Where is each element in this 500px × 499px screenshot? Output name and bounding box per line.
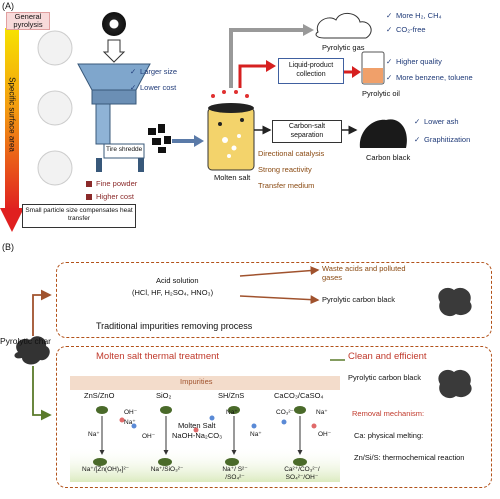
larger-size-text: Larger size bbox=[140, 67, 178, 76]
carbon-black-bottom-label: Pyrolytic carbon black bbox=[348, 373, 421, 382]
ion-label: Na⁺ bbox=[88, 431, 100, 438]
impurity-sio2: SiO₂ bbox=[156, 391, 172, 400]
tire-shredder-icon bbox=[77, 63, 151, 172]
product-ca: Ca²⁺/CO₃²⁻/ SO₄²⁻/OH⁻ bbox=[284, 466, 320, 481]
product-s: Na⁺/ S²⁻ /SO₄²⁻ bbox=[222, 466, 248, 481]
higher-cost-text: Higher cost bbox=[96, 192, 134, 201]
carbon-black-blob-bottom bbox=[438, 369, 472, 399]
check-icon: ✓ bbox=[386, 57, 393, 66]
product-zn: Na⁺/[Zn(OH)₄]²⁻ bbox=[82, 466, 130, 473]
ion-label: OH⁻ bbox=[142, 433, 156, 440]
check-icon: ✓ bbox=[130, 67, 137, 76]
impurity-sh-zns: SH/ZnS bbox=[218, 391, 245, 400]
carbon-black-icon bbox=[359, 119, 407, 148]
general-pyrolysis-label: General pyrolysis bbox=[6, 12, 50, 30]
surface-area-label: Specific surface area bbox=[7, 77, 17, 152]
oil-benefit-2: More benzene, toluene bbox=[396, 73, 473, 82]
panel-b-label: (B) bbox=[2, 242, 14, 252]
impurity-caco3-caso4: CaCO₃/CaSO₄ bbox=[274, 391, 324, 400]
molten-salt-label: Molten salt bbox=[214, 173, 251, 182]
rubber-chunks-icon bbox=[148, 124, 171, 153]
molten-salt-formula: NaOH-Na₂CO₃ bbox=[172, 431, 223, 440]
removal-mechanism-label: Removal mechanism: bbox=[352, 409, 425, 418]
check-icon: ✓ bbox=[130, 83, 137, 92]
compensates-note-box: Small particle size compensates heat tra… bbox=[22, 204, 136, 228]
tire-icon bbox=[102, 12, 126, 36]
molten-salt-treatment-title: Molten salt thermal treatment bbox=[96, 351, 220, 362]
pyrolytic-char-icon bbox=[14, 336, 50, 365]
particle-clusters bbox=[37, 30, 73, 186]
fine-powder-text: Fine powder bbox=[96, 179, 138, 188]
ion-label: Na⁺ bbox=[316, 409, 328, 416]
molten-salt-inner-label: Molten Salt bbox=[178, 421, 216, 430]
carbon-benefit-1: Lower ash bbox=[424, 117, 459, 126]
liquid-product-box: Liquid-product collection bbox=[278, 58, 344, 84]
check-icon: ✓ bbox=[414, 117, 421, 126]
carbon-benefit-2: Graphitization bbox=[424, 135, 471, 144]
surface-area-arrow bbox=[0, 28, 24, 232]
tire-shredder-label: Tire shredde bbox=[106, 146, 143, 153]
molten-salt-box bbox=[56, 346, 492, 488]
oil-benefit-1: Higher quality bbox=[396, 57, 442, 66]
gas-cloud-icon bbox=[315, 13, 372, 39]
panel-a-label: (A) bbox=[2, 1, 14, 11]
pyrolytic-oil-label: Pyrolytic oil bbox=[362, 89, 400, 98]
check-icon: ✓ bbox=[386, 11, 393, 20]
check-icon: ✓ bbox=[386, 25, 393, 34]
check-icon: ✓ bbox=[386, 73, 393, 82]
ion-label: Na⁺ bbox=[124, 419, 136, 426]
traditional-process-box bbox=[56, 262, 492, 338]
pyrolytic-char-label: Pyrolytic char bbox=[0, 336, 52, 346]
impurity-zns-zno: ZnS/ZnO bbox=[84, 391, 115, 400]
gas-benefit-2: CO₂-free bbox=[396, 25, 426, 34]
gas-benefit-1: More H₂, CH₄ bbox=[396, 11, 442, 20]
carbon-black-label: Carbon black bbox=[366, 153, 411, 162]
property-strong-reactivity: Strong reactivity bbox=[258, 165, 312, 174]
lower-cost-text: Lower cost bbox=[140, 83, 177, 92]
pyrolytic-gas-label: Pyrolytic gas bbox=[322, 43, 365, 52]
molten-salt-reactor bbox=[207, 90, 255, 171]
clean-efficient-title: Clean and efficient bbox=[348, 351, 427, 362]
acid-formula: (HCl, HF, H₂SO₄, HNO₃) bbox=[132, 288, 214, 297]
impurities-label: Impurities bbox=[180, 377, 213, 386]
acid-solution-label: Acid solution bbox=[156, 276, 199, 285]
ion-label: OH⁻ bbox=[124, 409, 138, 416]
carbon-salt-box: Carbon-salt separation bbox=[272, 120, 342, 143]
ion-label: Na⁺ bbox=[250, 431, 262, 438]
check-icon: ✓ bbox=[414, 135, 421, 144]
traditional-process-label: Traditional impurities removing process bbox=[96, 321, 253, 331]
ion-label: Na⁺ bbox=[226, 409, 238, 416]
ion-label: OH⁻ bbox=[318, 431, 332, 438]
product-si: Na⁺/SiO₃²⁻ bbox=[150, 466, 184, 473]
panel-b-graphics bbox=[14, 266, 472, 482]
mechanism-zn-si-s: Zn/Si/S: thermochemical reaction bbox=[354, 453, 465, 462]
oil-beaker-icon bbox=[361, 51, 385, 85]
waste-acids-label: Waste acids and polluted gases bbox=[322, 264, 406, 282]
carbon-black-blob-top bbox=[438, 287, 472, 317]
mechanism-ca: Ca: physical melting: bbox=[354, 431, 424, 440]
carbon-black-top-label: Pyrolytic carbon black bbox=[322, 295, 395, 304]
property-directional-catalysis: Directional catalysis bbox=[258, 149, 325, 158]
panel-a-graphics bbox=[0, 12, 407, 232]
ion-label: CO₃²⁻ bbox=[276, 409, 294, 416]
property-transfer-medium: Transfer medium bbox=[258, 181, 315, 190]
